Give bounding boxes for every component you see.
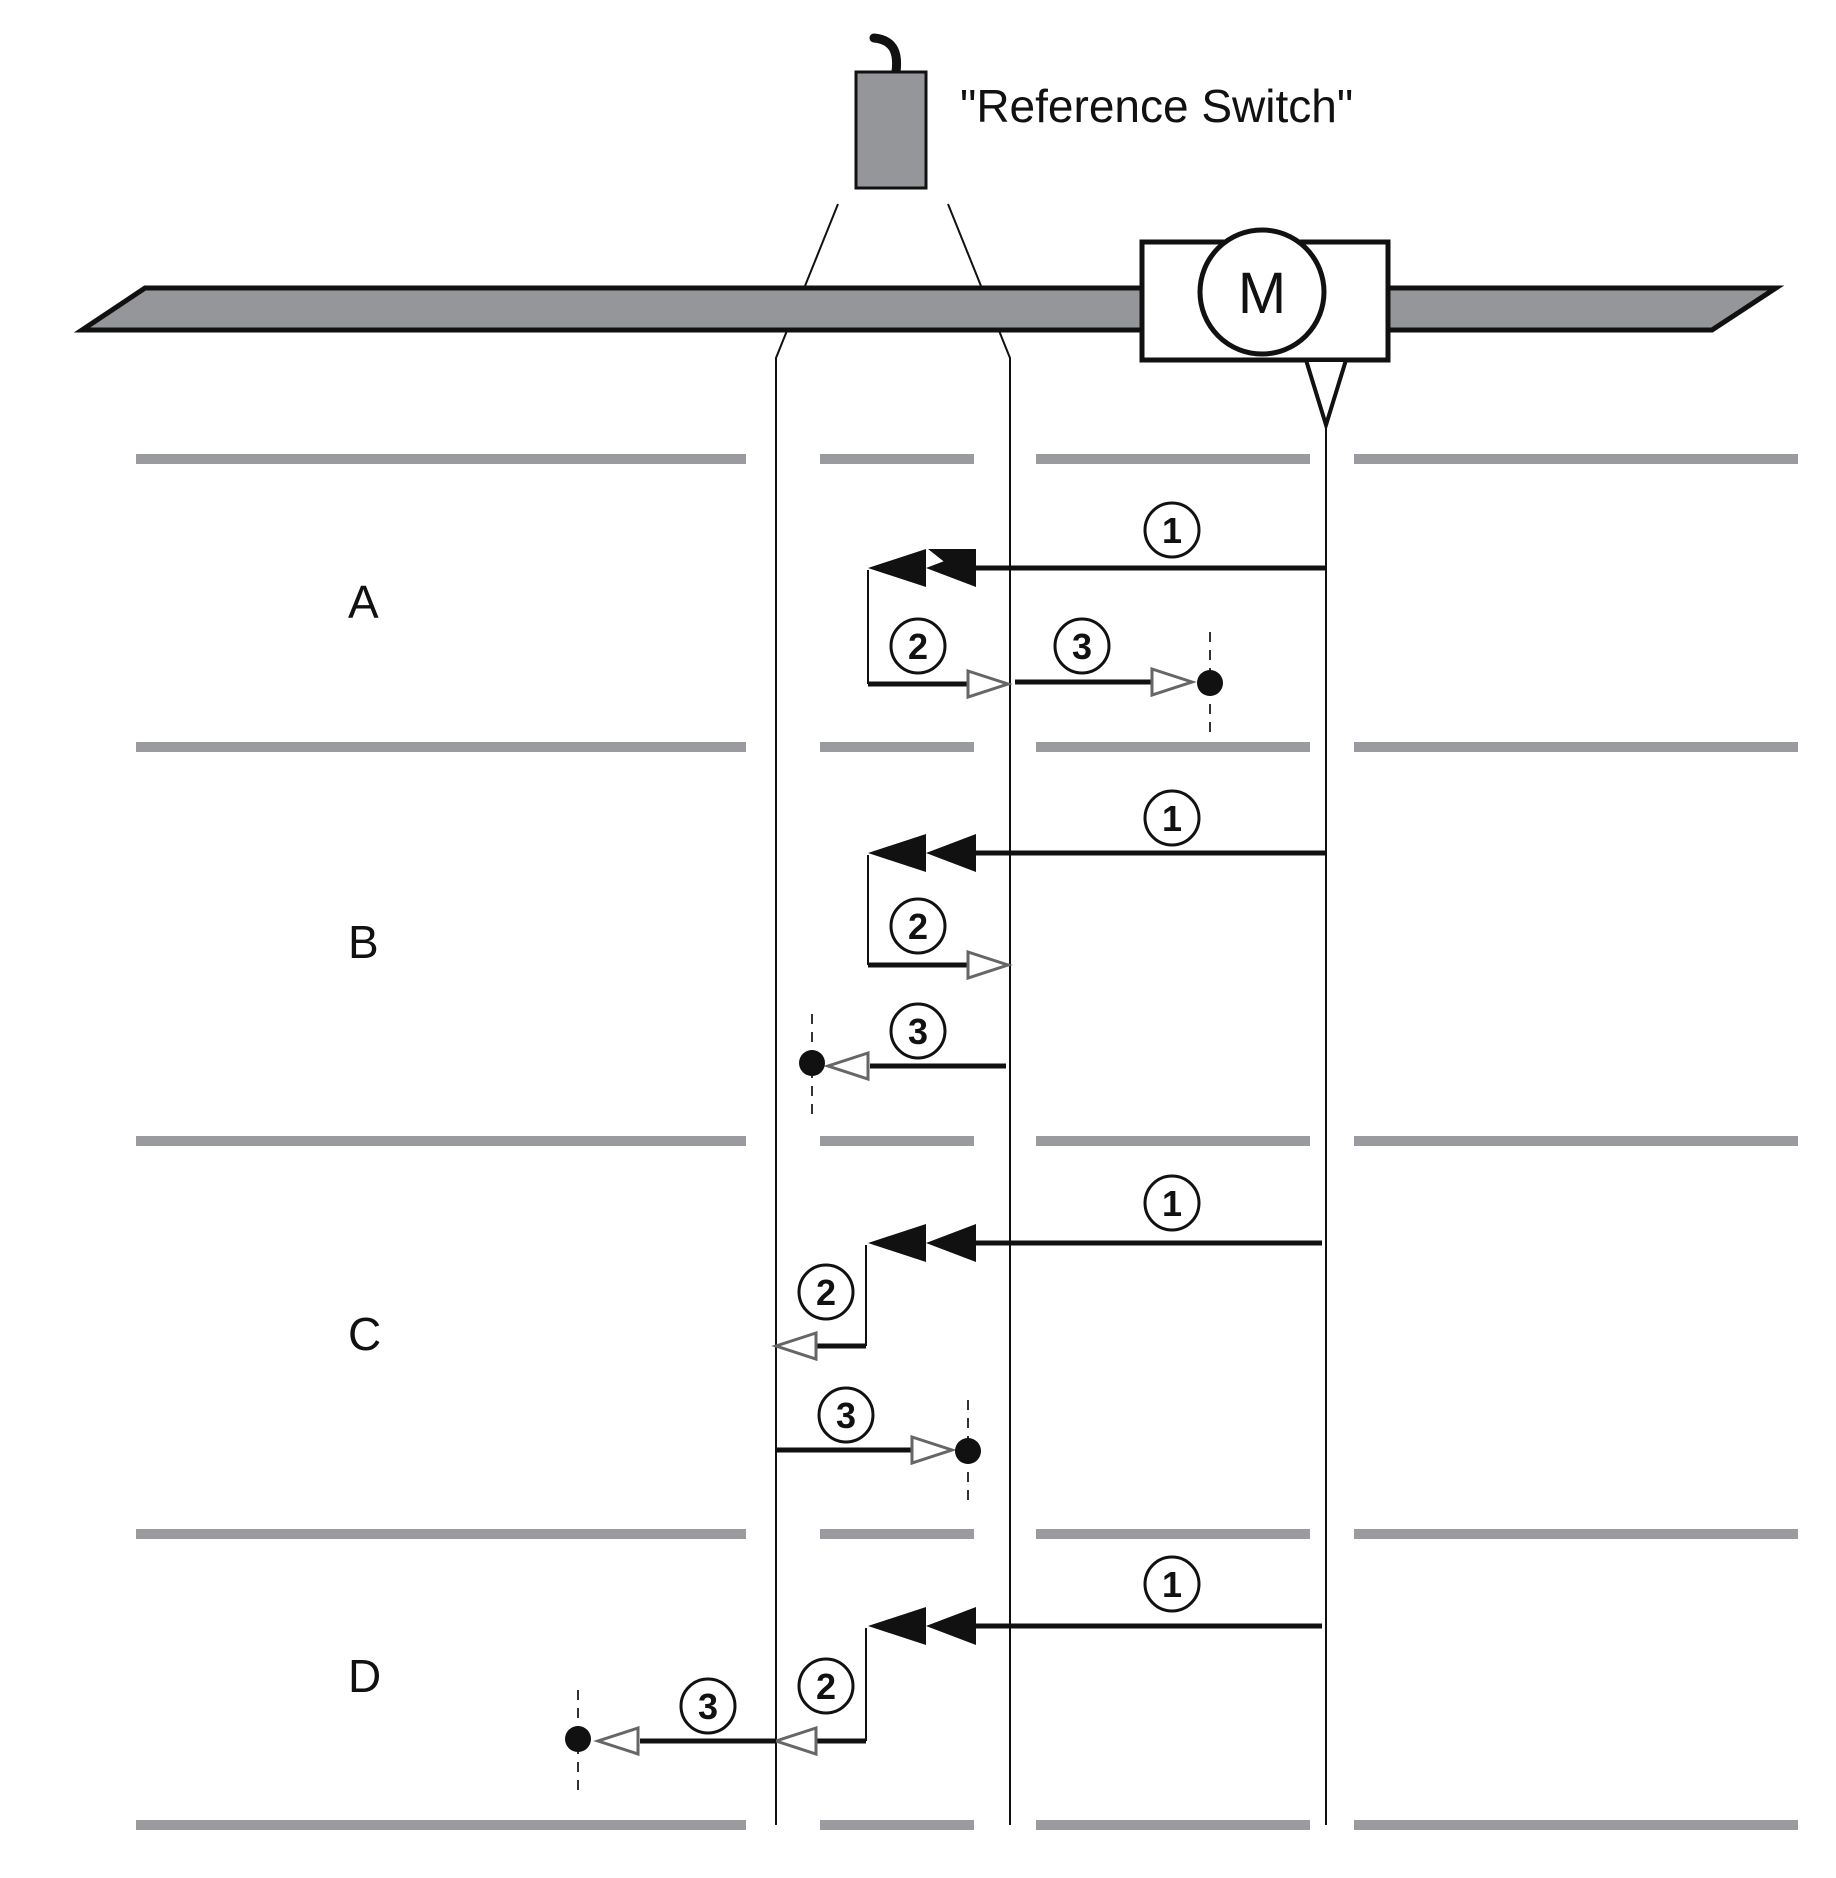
switch-label: "Reference Switch" xyxy=(960,80,1353,132)
row-d-step3-badge xyxy=(679,1677,737,1735)
row-c-target-dot xyxy=(955,1438,981,1464)
row-d-step3-arrowhead xyxy=(593,1725,640,1757)
row-d-step3-number: 3 xyxy=(698,1686,718,1727)
row-c-step3-arrowhead xyxy=(910,1434,957,1466)
row-b-step1-badge xyxy=(1143,789,1201,847)
switch-cable xyxy=(869,33,902,77)
row-b-step3-arrowhead xyxy=(823,1050,870,1082)
row-a-step1-number: 1 xyxy=(1162,510,1182,551)
row-a-step3-arrowhead xyxy=(1150,666,1197,698)
reference-switch: "Reference Switch" xyxy=(854,33,1353,190)
row-b-step2-number: 2 xyxy=(908,906,928,947)
row-a-target-dot xyxy=(1197,670,1223,696)
row-b-step1-arrowhead xyxy=(868,834,926,872)
row-a-step2-badge xyxy=(889,617,947,675)
row-a-step3-number: 3 xyxy=(1072,626,1092,667)
row-a-step2-number: 2 xyxy=(908,626,928,667)
row-a-step3-badge xyxy=(1053,617,1111,675)
row-d-step1-number: 1 xyxy=(1162,1564,1182,1605)
row-b-step3-number: 3 xyxy=(908,1011,928,1052)
row-a: A 1 2 3 xyxy=(348,501,1325,732)
row-d-step1-badge xyxy=(1143,1555,1201,1613)
row-d-step2-badge xyxy=(797,1657,855,1715)
rail xyxy=(73,285,1785,333)
row-b-step3-badge xyxy=(889,1002,947,1060)
row-c-step2-number: 2 xyxy=(816,1272,836,1313)
row-a-step2-arrowhead xyxy=(966,668,1013,700)
row-label-d: D xyxy=(348,1650,381,1702)
row-a-step1-arrowhead xyxy=(868,549,926,587)
row-d-target-dot xyxy=(565,1726,591,1752)
row-c-step2-arrowhead xyxy=(771,1330,818,1362)
row-c-step1-number: 1 xyxy=(1162,1183,1182,1224)
row-separators xyxy=(136,454,1798,1830)
row-d: D 1 2 3 xyxy=(348,1555,1322,1790)
row-label-a: A xyxy=(348,576,379,628)
row-b-step1-number: 1 xyxy=(1162,798,1182,839)
row-label-c: C xyxy=(348,1308,381,1360)
row-d-step1-arrowhead xyxy=(868,1607,926,1645)
switch-body xyxy=(854,70,928,190)
motor-carriage: M xyxy=(1139,227,1391,432)
row-b-target-dot xyxy=(799,1050,825,1076)
row-c-step3-number: 3 xyxy=(836,1395,856,1436)
row-b: B 1 2 3 xyxy=(348,789,1325,1114)
row-c-step2-badge xyxy=(797,1263,855,1321)
row-d-step2-number: 2 xyxy=(816,1666,836,1707)
row-b-step2-badge xyxy=(889,897,947,955)
switch-zone-left-line xyxy=(775,203,839,1825)
row-label-b: B xyxy=(348,916,379,968)
motor-circle xyxy=(1197,227,1327,357)
row-d-step1-arrowhead xyxy=(926,1607,976,1645)
row-c-step1-arrowhead xyxy=(868,1224,926,1262)
row-c-step1-arrowhead xyxy=(926,1224,976,1262)
row-b-step1-arrowhead xyxy=(926,834,976,872)
switch-zone-right-line xyxy=(947,203,1011,1825)
motor-label: M xyxy=(1238,261,1286,326)
motor-pointer xyxy=(1303,358,1349,432)
row-c: C 1 2 3 xyxy=(348,1174,1322,1500)
row-b-step2-arrowhead xyxy=(966,949,1013,981)
row-a-step1-arrowhead xyxy=(926,549,976,587)
row-a-step1-badge xyxy=(1143,501,1201,559)
row-c-step3-badge xyxy=(817,1386,875,1444)
row-d-step2-arrowhead xyxy=(771,1725,818,1757)
row-c-step1-badge xyxy=(1143,1174,1201,1232)
